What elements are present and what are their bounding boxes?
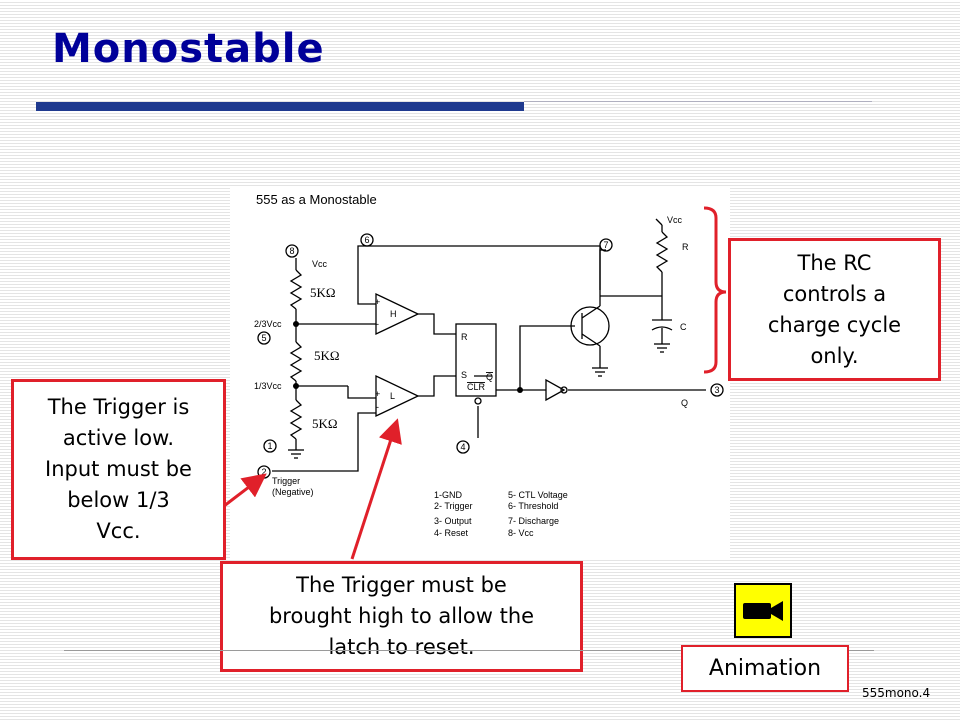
latch-r-label: R: [461, 332, 468, 342]
callout-line: The Trigger must be: [296, 573, 507, 597]
pin-1-label: 1: [267, 441, 272, 451]
comparator-l-plus: +: [375, 389, 380, 399]
callout-line: brought high to allow the: [268, 604, 535, 628]
callout-line: latch to reset.: [328, 635, 475, 659]
callout-line: controls a: [782, 281, 887, 306]
callout-trigger-active-low: The Trigger is active low. Input must be…: [11, 379, 226, 560]
callout-line: Vcc.: [96, 519, 141, 543]
pin-8-label: 8: [289, 246, 294, 256]
animation-label[interactable]: Animation: [681, 645, 849, 692]
footer-rule: [64, 650, 874, 651]
pin-legend-cell: 2- Trigger: [434, 501, 473, 511]
latch-s-label: S: [461, 370, 467, 380]
trigger-negative-label: (Negative): [272, 487, 314, 497]
pin-legend-cell: 8- Vcc: [508, 528, 534, 538]
rc-resistor-label: R: [682, 242, 689, 252]
circuit-diagram: 8 6 5 7 1 2 3 4 555 as a Monostable Vcc …: [230, 188, 730, 558]
resistor-middle-label: 5KΩ: [314, 348, 340, 363]
comparator-h-plus: +: [375, 297, 380, 307]
pin-3-label: 3: [714, 385, 719, 395]
camera-icon: [743, 600, 783, 621]
trigger-label: Trigger: [272, 476, 300, 486]
resistor-upper-label: 5KΩ: [310, 285, 336, 300]
pin-legend-cell: 7- Discharge: [508, 516, 559, 526]
vcc-top-label: Vcc: [312, 259, 328, 269]
pin-legend: 1-GND 5- CTL Voltage 2- Trigger 6- Thres…: [434, 490, 568, 538]
title-underline-bar: [36, 102, 524, 111]
output-q-label: Q: [681, 398, 688, 408]
pin-legend-cell: 5- CTL Voltage: [508, 490, 568, 500]
comparator-h-minus: -: [376, 319, 379, 329]
vcc-right-label: Vcc: [667, 215, 683, 225]
callout-line: The RC: [797, 250, 872, 275]
comparator-l-label: L: [390, 391, 395, 401]
slide-title: Monostable: [52, 26, 325, 72]
pin-legend-cell: 6- Threshold: [508, 501, 558, 511]
callout-trigger-reset: The Trigger must be brought high to allo…: [220, 561, 583, 672]
circuit-schematic: 8 6 5 7 1 2 3 4 555 as a Monostable Vcc …: [254, 192, 724, 538]
pin-legend-cell: 1-GND: [434, 490, 463, 500]
one-third-vcc-label: 1/3Vcc: [254, 381, 282, 391]
pin-legend-cell: 3- Output: [434, 516, 472, 526]
callout-line: only.: [810, 343, 859, 368]
pin-7-label: 7: [603, 240, 608, 250]
diagram-title: 555 as a Monostable: [256, 192, 377, 207]
comparator-h-label: H: [390, 309, 397, 319]
pin-6-label: 6: [364, 235, 369, 245]
callout-line: below 1/3: [67, 488, 170, 512]
callout-line: charge cycle: [767, 312, 902, 337]
slide-number: 555mono.4: [862, 686, 931, 700]
pin-5-label: 5: [261, 333, 266, 343]
callout-line: active low.: [62, 426, 175, 450]
pin-legend-cell: 4- Reset: [434, 528, 469, 538]
rc-capacitor-label: C: [680, 322, 687, 332]
comparator-l-minus: -: [376, 402, 379, 412]
callout-line: The Trigger is: [47, 395, 190, 419]
title-underline-rule: [524, 101, 872, 102]
resistor-lower-label: 5KΩ: [312, 416, 338, 431]
animation-button[interactable]: [734, 583, 792, 638]
pin-2-label: 2: [261, 467, 266, 477]
callout-rc-charge: The RC controls a charge cycle only.: [728, 238, 941, 381]
two-thirds-vcc-label: 2/3Vcc: [254, 319, 282, 329]
pin-4-label: 4: [460, 442, 465, 452]
latch-clr-label: CLR: [467, 382, 486, 392]
latch-qbar-label: Q: [486, 372, 493, 382]
callout-line: Input must be: [45, 457, 192, 481]
